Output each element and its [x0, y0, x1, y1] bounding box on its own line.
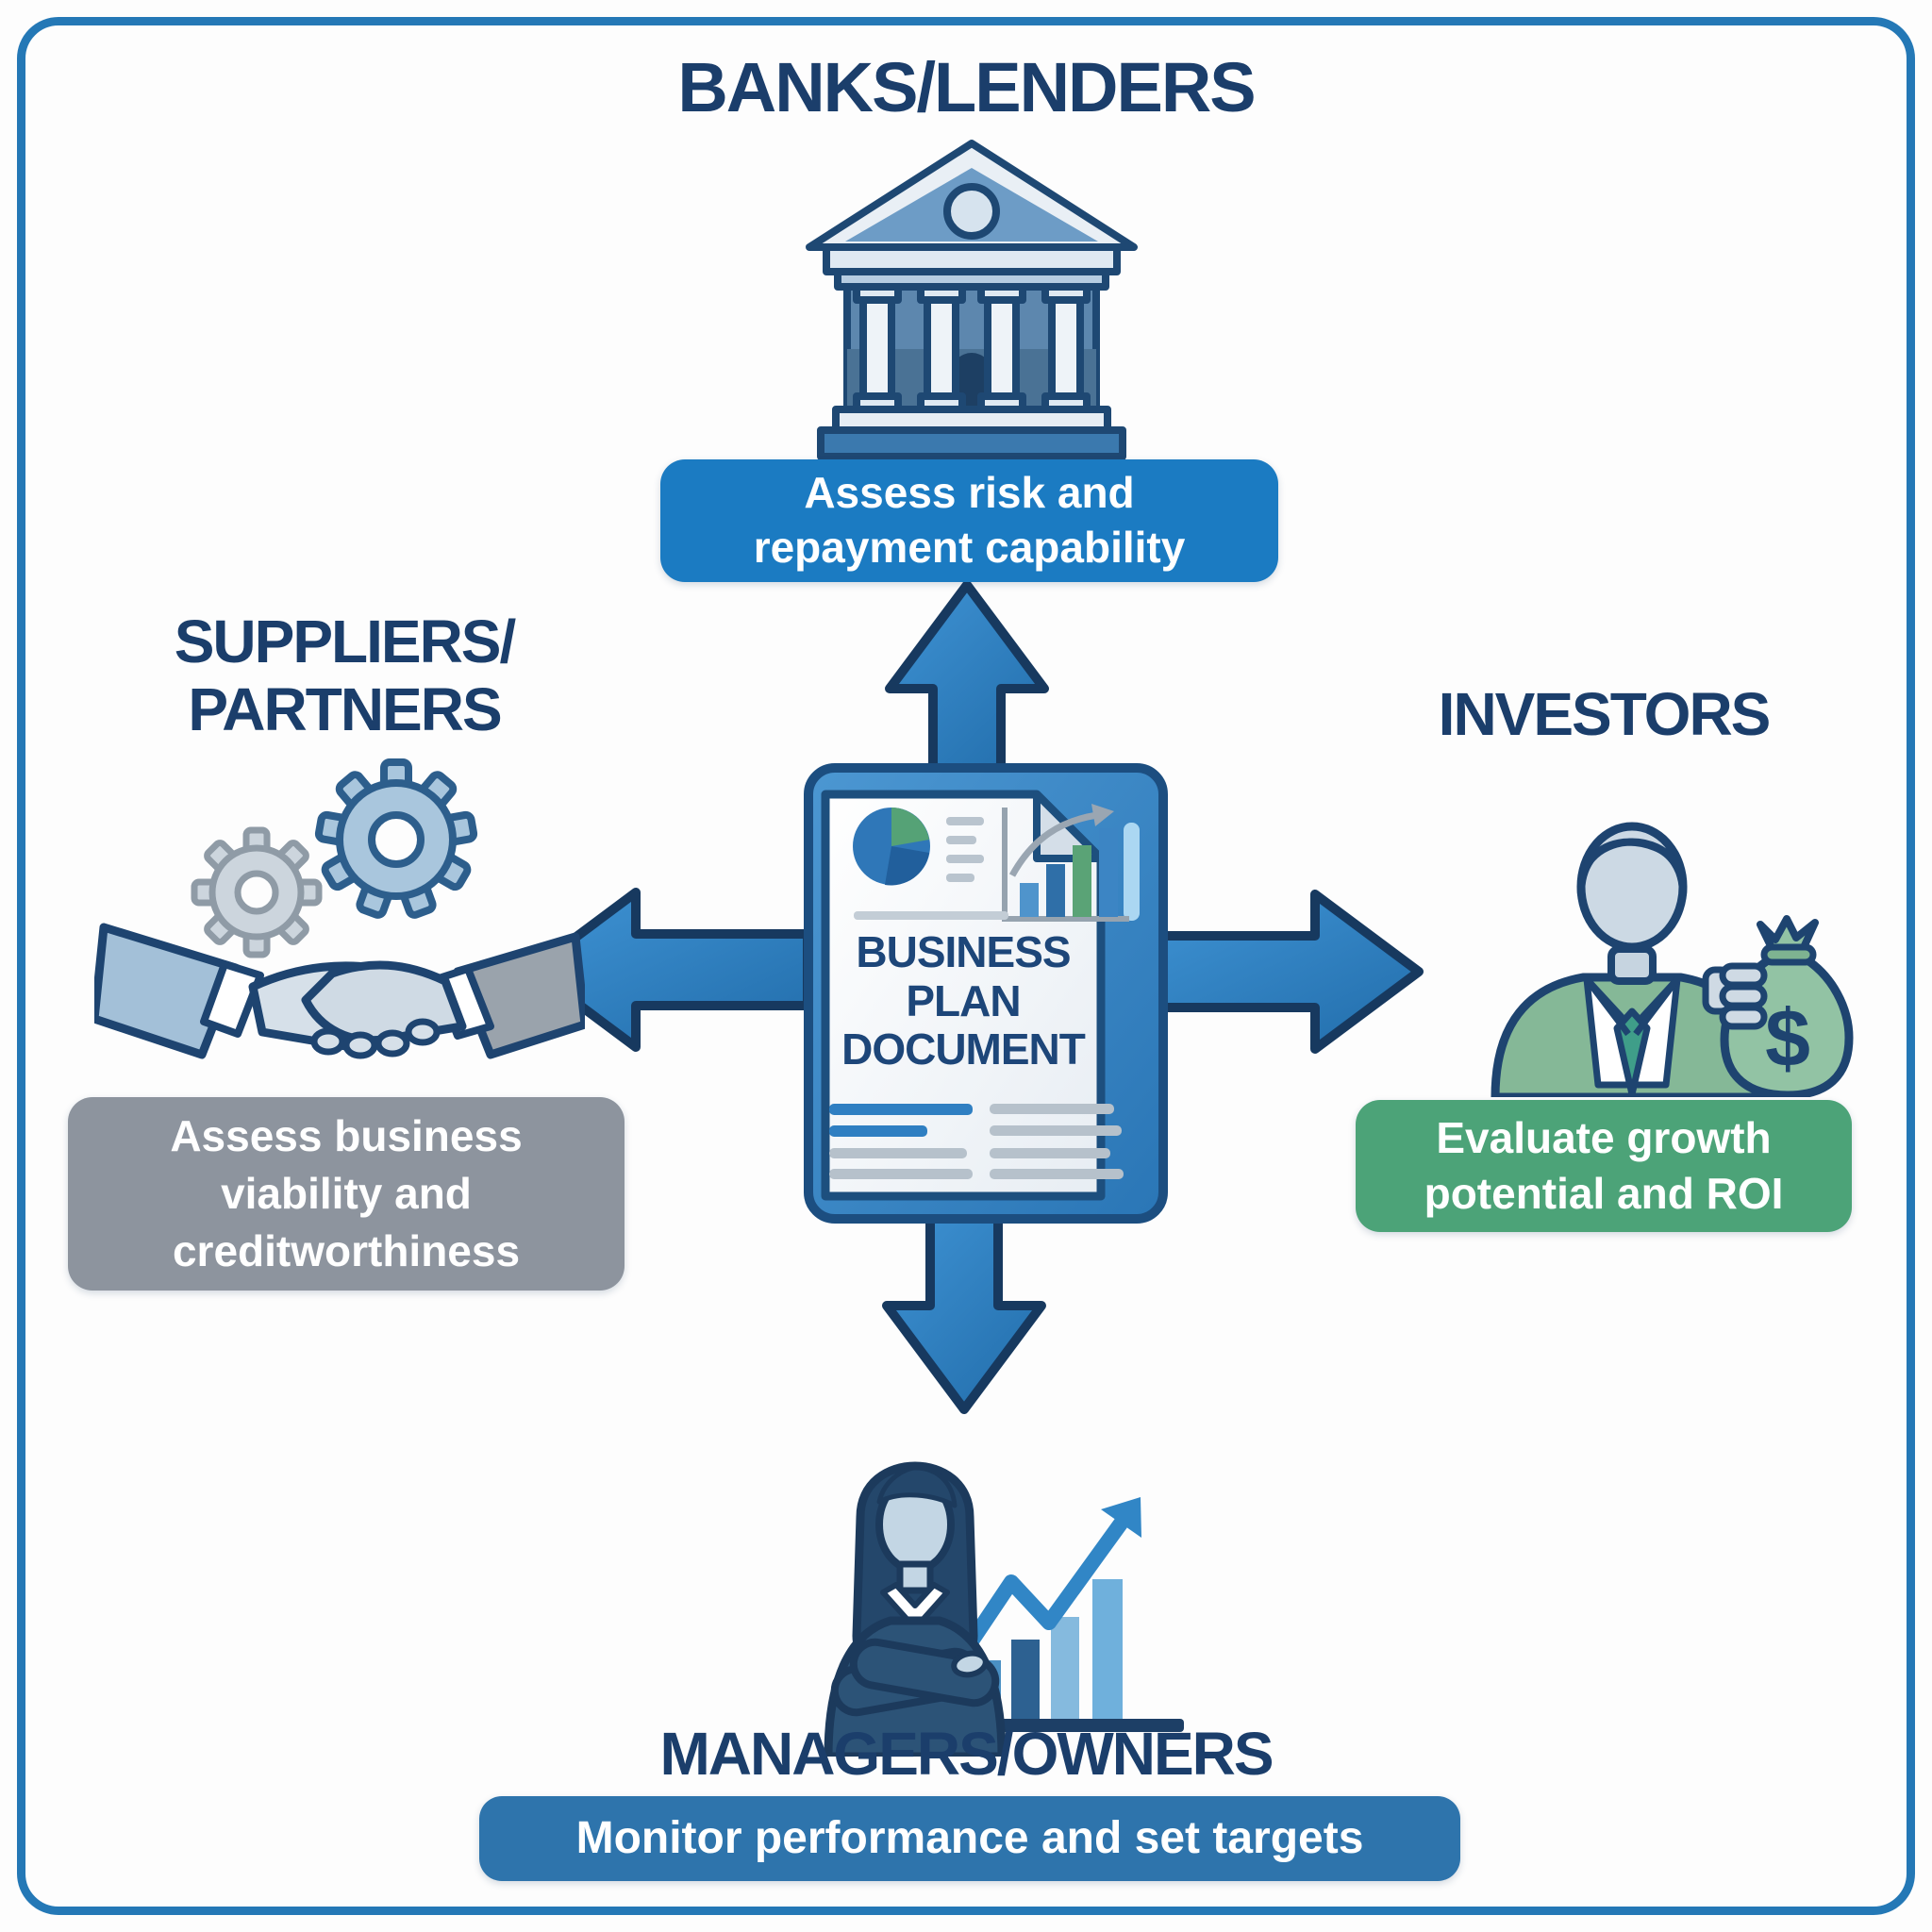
managers-note-box: Monitor performance and set targets: [479, 1796, 1460, 1881]
gear-small: [191, 826, 323, 958]
document-title: BUSINESS PLAN DOCUMENT: [824, 927, 1103, 1074]
pie-chart-glyph: [853, 808, 930, 886]
bank-icon: [806, 140, 1138, 460]
suppliers-title-line2: PARTNERS: [188, 675, 502, 743]
dash-lines-glyph: [946, 817, 984, 882]
arrow-down-icon: [882, 1201, 1046, 1414]
business-plan-document-icon: BUSINESS PLAN DOCUMENT: [797, 755, 1174, 1231]
banks-title: BANKS/LENDERS: [677, 48, 1256, 126]
manager-chart-icon: [824, 1461, 1184, 1757]
suppliers-note-box: Assess business viability and creditwort…: [68, 1097, 625, 1291]
document-title-line1: BUSINESS: [856, 927, 1071, 976]
investors-note-box: Evaluate growth potential and ROI: [1356, 1100, 1852, 1232]
investors-note-text: Evaluate growth potential and ROI: [1424, 1113, 1784, 1218]
document-title-line3: DOCUMENT: [841, 1024, 1086, 1074]
document-title-line2: PLAN: [906, 975, 1021, 1025]
arrow-up-icon: [885, 580, 1049, 775]
managers-note-text: Monitor performance and set targets: [575, 1813, 1364, 1864]
arrow-right-icon: [1144, 890, 1424, 1054]
suppliers-title-line1: SUPPLIERS/: [174, 608, 517, 675]
businesswoman-glyph: [824, 1461, 1007, 1757]
managers-title: MANAGERS/OWNERS: [659, 1720, 1274, 1788]
investor-money-bag-icon: $: [1491, 822, 1854, 1097]
suppliers-note-text: Assess business viability and creditwort…: [170, 1110, 523, 1276]
investors-title: INVESTORS: [1438, 680, 1772, 748]
dollar-sign-glyph: $: [1765, 993, 1810, 1084]
banks-note-text: Assess risk and repayment capability: [753, 468, 1186, 572]
text-lines-glyph: [829, 1104, 1124, 1179]
handshake-gears-icon: [94, 758, 585, 1059]
gear-large: [314, 758, 478, 919]
growth-chart-glyph: [959, 1497, 1184, 1732]
document-graphic: [804, 763, 1168, 1224]
banks-note-box: Assess risk and repayment capability: [660, 459, 1278, 582]
suppliers-title: SUPPLIERS/ PARTNERS: [61, 608, 627, 743]
